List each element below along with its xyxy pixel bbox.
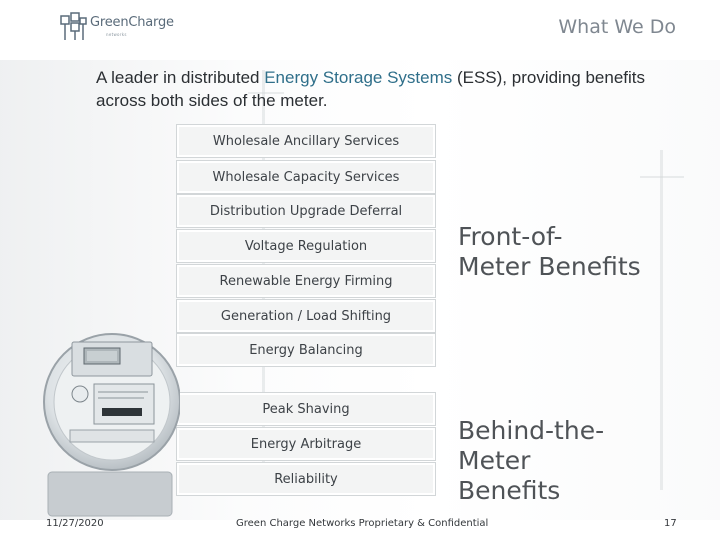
benefit-item-voltage-regulation: Voltage Regulation [176, 229, 436, 263]
behind-the-meter-label-line3: Benefits [458, 476, 561, 505]
front-of-meter-label-line2: Meter Benefits [458, 252, 641, 281]
intro-text: A leader in distributed Energy Storage S… [96, 66, 696, 112]
benefit-item-renewable-firming: Renewable Energy Firming [176, 264, 436, 298]
company-logo: GreenCharge networks [60, 12, 180, 42]
behind-the-meter-label-line2: Meter [458, 446, 531, 475]
footer-page-number: 17 [664, 518, 677, 529]
electric-meter-icon [43, 333, 180, 517]
intro-highlight: Energy Storage Systems [264, 68, 453, 87]
background-pole [660, 150, 663, 490]
benefit-item-distribution-deferral: Distribution Upgrade Deferral [176, 194, 436, 228]
benefit-item-wholesale-capacity: Wholesale Capacity Services [176, 160, 436, 194]
front-of-meter-label-line1: Front-of- [458, 222, 563, 251]
behind-the-meter-label: Behind-the- Meter Benefits [458, 416, 604, 506]
benefit-item-energy-arbitrage: Energy Arbitrage [176, 427, 436, 461]
benefit-item-reliability: Reliability [176, 462, 436, 496]
intro-part1: A leader in distributed [96, 68, 265, 87]
logo-subtext: networks [106, 32, 127, 37]
logo-mark-icon [60, 12, 87, 40]
benefit-item-energy-balancing: Energy Balancing [176, 333, 436, 367]
behind-the-meter-label-line1: Behind-the- [458, 416, 605, 445]
background-pole [640, 176, 684, 178]
benefit-item-peak-shaving: Peak Shaving [176, 392, 436, 426]
benefit-item-wholesale-ancillary: Wholesale Ancillary Services [176, 124, 436, 158]
benefit-item-load-shifting: Generation / Load Shifting [176, 299, 436, 333]
footer-confidential: Green Charge Networks Proprietary & Conf… [236, 518, 489, 529]
slide-title: What We Do [558, 16, 676, 38]
background-pole [248, 92, 284, 94]
logo-text: GreenCharge [90, 15, 174, 30]
intro-part2: (ESS), providing benefits across both si… [96, 68, 646, 110]
footer-date: 11/27/2020 [46, 518, 104, 529]
front-of-meter-label: Front-of- Meter Benefits [458, 222, 641, 282]
